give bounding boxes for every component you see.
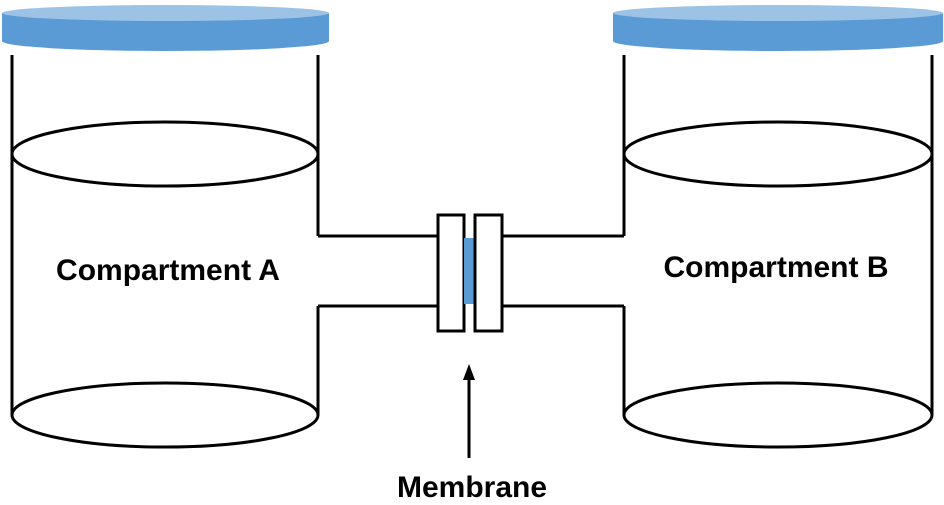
compartment-a-bottom	[10, 381, 320, 449]
membrane-holder	[436, 213, 504, 333]
compartment-a	[10, 55, 320, 449]
membrane-label: Membrane	[397, 471, 547, 504]
left-flange	[436, 213, 466, 333]
compartment-b-label: Compartment B	[663, 251, 888, 284]
membrane	[464, 238, 474, 304]
connecting-tube	[318, 234, 624, 308]
compartment-b-bottom	[622, 381, 934, 449]
compartment-b-lid	[613, 5, 943, 51]
right-flange	[473, 213, 504, 333]
membrane-arrow	[463, 364, 475, 458]
compartment-a-liquid-surface	[10, 120, 320, 188]
compartment-a-lid	[2, 5, 329, 51]
compartment-a-label: Compartment A	[56, 254, 280, 287]
compartment-b	[622, 55, 934, 449]
compartment-b-liquid-surface	[622, 120, 934, 188]
